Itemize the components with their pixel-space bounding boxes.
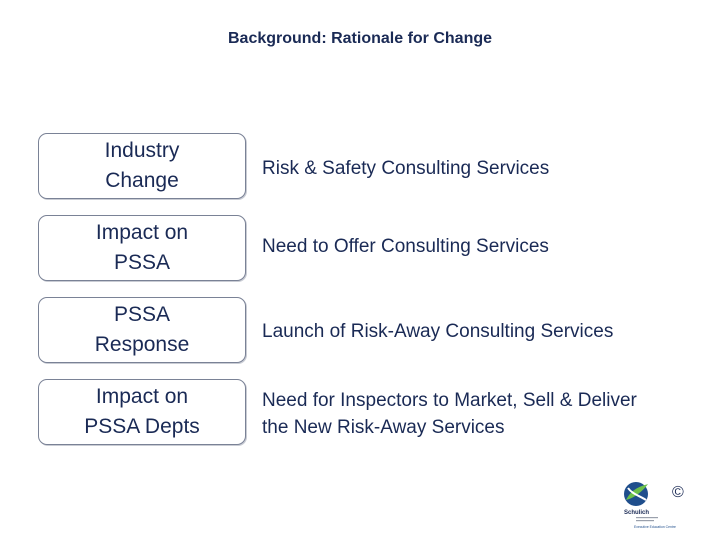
step-description-impact-on-pssa-depts: Need for Inspectors to Market, Sell & De… xyxy=(262,390,637,438)
step-description-pssa-response: Launch of Risk-Away Consulting Services xyxy=(262,321,614,342)
logo-leaf-green xyxy=(626,484,648,500)
logo-wordmark: Schulich xyxy=(624,510,649,516)
copyright-symbol: © xyxy=(672,484,684,501)
step-box-pssa-response: PSSA Response xyxy=(38,297,246,363)
schulich-logo: Schulich Executive Education Centre xyxy=(624,482,676,529)
logo-caption: Executive Education Centre xyxy=(634,525,676,529)
slide-title: Background: Rationale for Change xyxy=(227,30,493,47)
step-description-industry-change: Risk & Safety Consulting Services xyxy=(262,158,550,179)
step-box-impact-on-pssa-depts: Impact on PSSA Depts xyxy=(38,379,246,445)
step-box-industry-change: Industry Change xyxy=(38,133,246,199)
step-box-impact-on-pssa: Impact on PSSA xyxy=(38,215,246,281)
step-description-impact-on-pssa: Need to Offer Consulting Services xyxy=(262,236,549,257)
